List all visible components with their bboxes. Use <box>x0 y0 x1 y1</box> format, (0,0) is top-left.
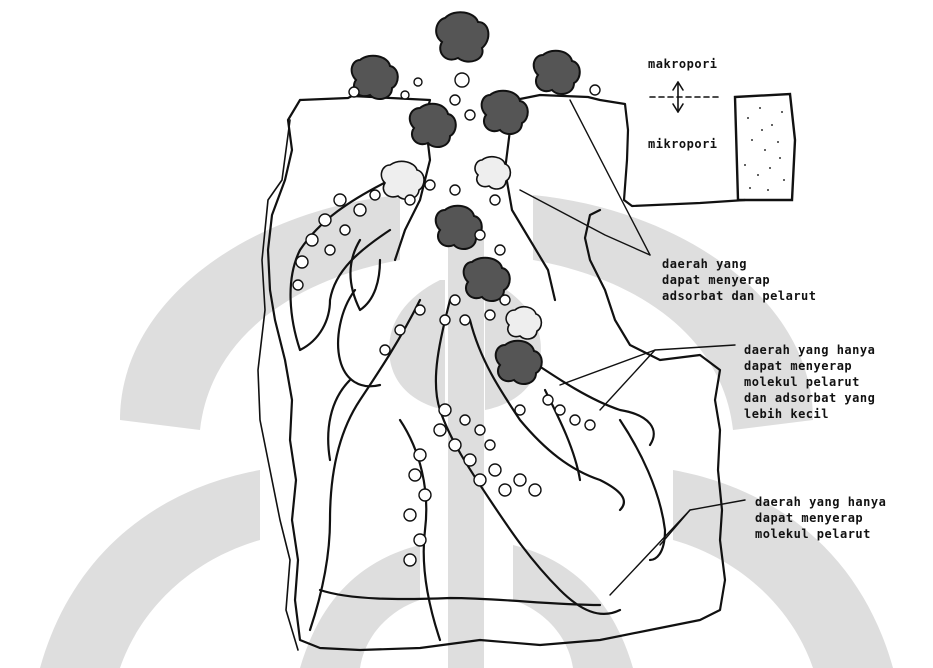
adsorbate-blob <box>410 104 456 147</box>
adsorbate-blob <box>482 91 528 134</box>
makropori-label: makropori <box>648 56 718 72</box>
leader-zone1 <box>570 100 650 255</box>
channel-center <box>310 300 420 630</box>
adsorbate-blob <box>496 341 542 384</box>
leader-zone3 <box>660 500 745 545</box>
adsorbate-blob <box>534 51 580 94</box>
zone2-label: daerah yang hanya dapat menyerap molekul… <box>744 342 875 422</box>
mikropori-label: mikropori <box>648 136 718 152</box>
zone3-label: daerah yang hanya dapat menyerap molekul… <box>755 494 886 542</box>
adsorbate-blob <box>436 12 488 61</box>
leader-zone2 <box>560 345 735 385</box>
adsorbate-blob <box>436 206 482 249</box>
zone1-label: daerah yang dapat menyerap adsorbat dan … <box>662 256 817 304</box>
mikropori-sample-block <box>735 94 795 200</box>
adsorbate-blob <box>464 258 510 301</box>
